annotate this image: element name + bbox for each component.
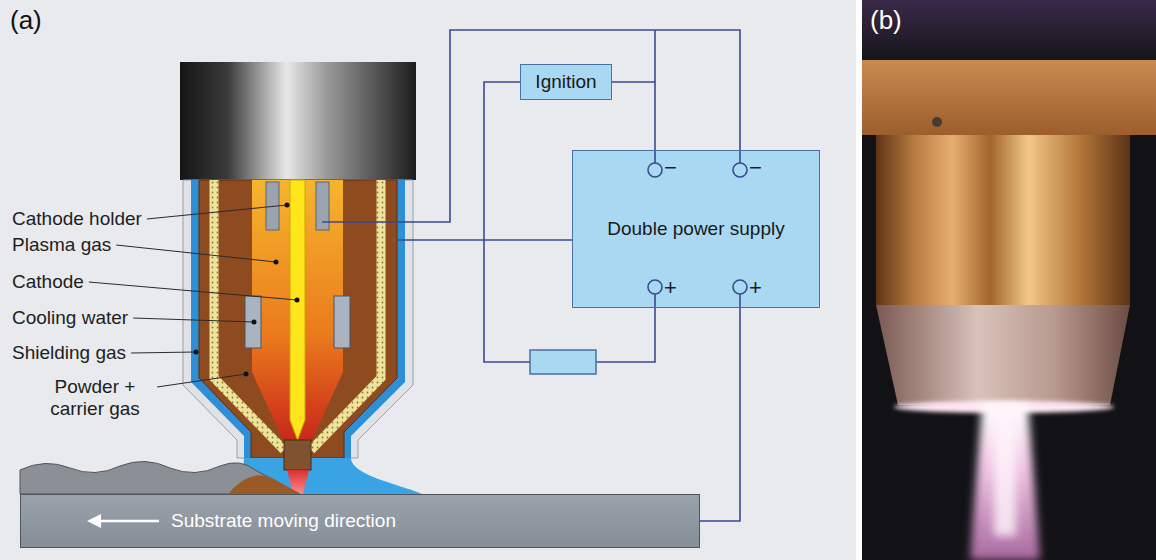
- plasma-gas-region: [252, 180, 343, 440]
- torch-cap: [180, 62, 416, 180]
- arrow-shaft: [99, 520, 159, 523]
- leader-dot: [274, 260, 279, 265]
- ignition-box: Ignition: [520, 64, 611, 100]
- part-label: Powder + carrier gas: [38, 376, 152, 420]
- copper-nozzle-body: [876, 135, 1130, 305]
- panel-letter: (b): [870, 6, 902, 36]
- terminal-sign: −: [749, 155, 762, 180]
- power-supply-box: Double power supply: [572, 150, 820, 308]
- copper-plate: [862, 60, 1156, 135]
- terminal-sign: −: [664, 155, 677, 180]
- part-label: Cooling water: [12, 307, 128, 329]
- leader-line: [89, 282, 297, 300]
- photo-background: [862, 0, 1156, 62]
- substrate-plate: Substrate moving direction: [20, 494, 700, 548]
- part-label: Shielding gas: [12, 342, 126, 364]
- arrow-head: [87, 514, 101, 528]
- leader-line: [147, 205, 287, 219]
- leader-line: [133, 318, 254, 322]
- part-label: Cathode: [12, 271, 84, 293]
- leader-dot: [252, 320, 257, 325]
- node-text: Double power supply: [607, 218, 784, 240]
- nozzle-cone: [876, 305, 1130, 405]
- leader-dot: [285, 203, 290, 208]
- wire: [484, 82, 530, 362]
- leader-line: [157, 374, 246, 387]
- leader-dot: [244, 372, 249, 377]
- terminal-sign: +: [749, 275, 762, 300]
- node-text: Substrate moving direction: [171, 510, 396, 532]
- plate-spot: [932, 117, 942, 127]
- wire: [654, 30, 656, 82]
- nozzle: [284, 440, 311, 470]
- deposited-coating: [20, 461, 300, 494]
- wire-connector: [700, 308, 740, 521]
- molten-pool: [228, 475, 300, 494]
- cooling-water-channel: [334, 296, 350, 348]
- plasma-plume: [970, 405, 1040, 560]
- wire: [596, 308, 655, 362]
- terminal-circle: [733, 280, 747, 294]
- leader-dot: [295, 298, 300, 303]
- leader-line: [116, 245, 276, 262]
- photo-background: [862, 0, 1156, 560]
- panel-letter: (a): [10, 6, 42, 36]
- plume-core: [994, 406, 1016, 536]
- wire: [654, 294, 656, 307]
- terminal-circle: [648, 163, 662, 177]
- cathode-rod: [290, 180, 305, 440]
- part-label: Cathode holder: [12, 208, 142, 230]
- wire: [739, 294, 741, 307]
- terminal-circle: [648, 280, 662, 294]
- node-text: Ignition: [535, 71, 596, 92]
- wire: [739, 151, 741, 163]
- terminal-circle: [733, 163, 747, 177]
- resistor-symbol: [530, 350, 596, 374]
- wire-connector: [612, 82, 655, 150]
- leader-line: [131, 352, 196, 353]
- wire: [654, 151, 656, 163]
- part-label: Plasma gas: [12, 234, 111, 256]
- terminal-sign: +: [664, 275, 677, 300]
- panel-background: [0, 0, 856, 560]
- leader-dot: [194, 350, 199, 355]
